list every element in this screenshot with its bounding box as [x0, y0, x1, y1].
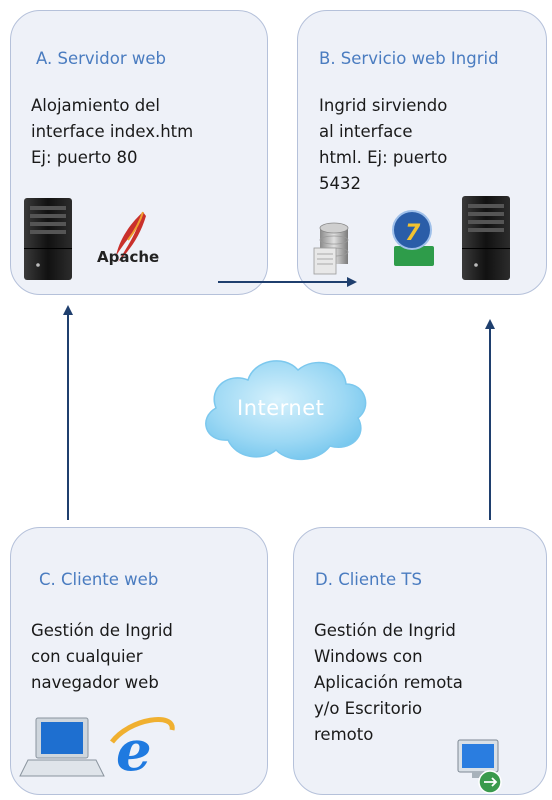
ingrid-globe-icon: 7: [392, 210, 434, 266]
apache-label: Apache: [97, 248, 160, 266]
box-c-title: C. Cliente web: [39, 570, 159, 589]
box-b-description: Ingrid sirviendo al interface html. Ej: …: [319, 96, 448, 193]
server-icon: [24, 198, 72, 280]
database-icon: [313, 222, 349, 275]
laptop-icon: [19, 717, 105, 777]
apache-feather-icon: [116, 211, 146, 262]
box-c-description: Gestión de Ingrid con cualquier navegado…: [31, 621, 173, 692]
box-d-description: Gestión de Ingrid Windows con Aplicación…: [314, 621, 463, 744]
internet-label: Internet: [237, 396, 325, 420]
svg-text:7: 7: [405, 221, 421, 246]
remote-desktop-icon: [457, 739, 502, 794]
box-a-description: Alojamiento del interface index.htm Ej: …: [31, 96, 194, 167]
cliente-ts-box: D. Cliente TS Gestión de Ingrid Windows …: [293, 527, 547, 795]
internet-cloud-icon: [205, 360, 367, 461]
internet-explorer-icon: e: [110, 717, 175, 784]
box-b-title: B. Servicio web Ingrid: [319, 49, 499, 68]
box-d-title: D. Cliente TS: [315, 570, 422, 589]
server-icon: [462, 196, 510, 280]
svg-text:e: e: [116, 718, 152, 784]
box-a-title: A. Servidor web: [36, 49, 166, 68]
